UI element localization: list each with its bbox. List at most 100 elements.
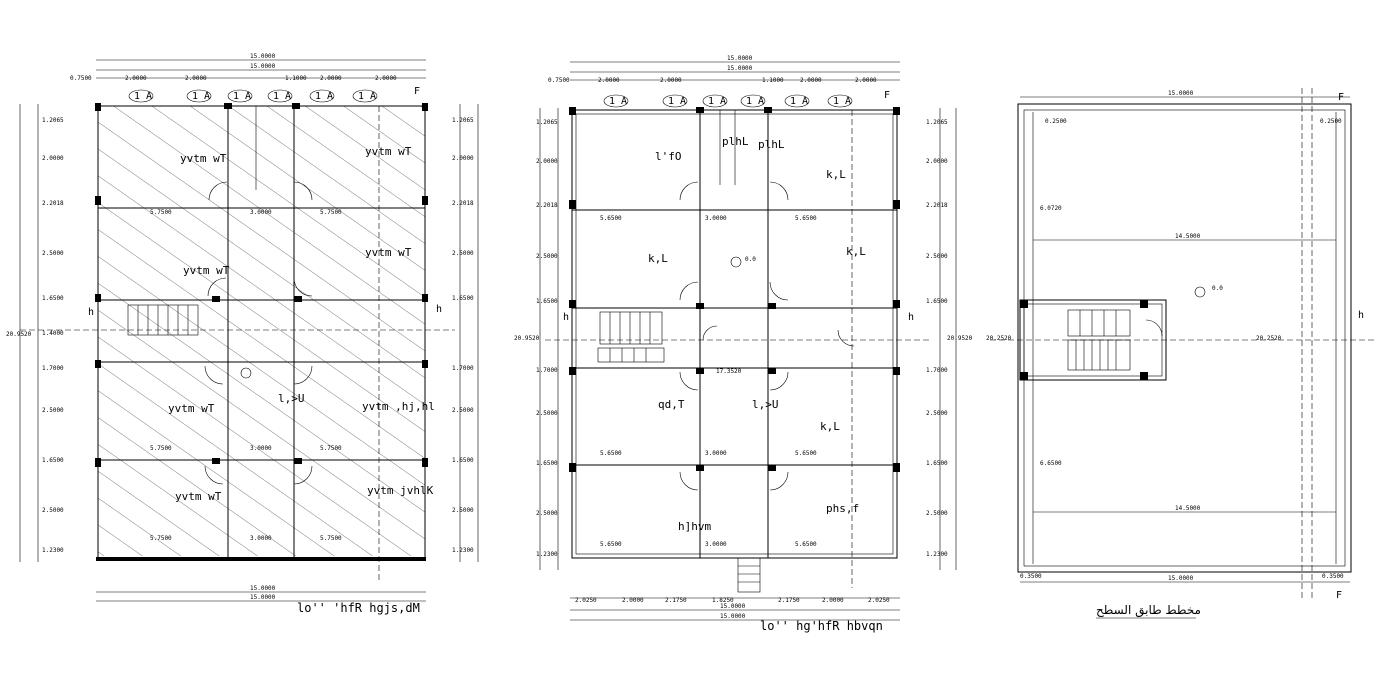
dim-overall-top: 15.0000 xyxy=(727,55,753,62)
plan-ground-floor: 15.0000 15.0000 0.7500 2.0000 2.0000 1.1… xyxy=(6,53,479,615)
axis-tag: 1 A xyxy=(192,91,210,102)
dim-segment: 2.0000 xyxy=(622,597,644,604)
dim-v: 2.5000 xyxy=(926,410,948,417)
room-label: yvtm wT xyxy=(180,152,227,165)
room-label: k,L xyxy=(846,245,866,258)
dim-v: 1.6500 xyxy=(536,460,558,467)
dim-v: 1.6500 xyxy=(42,457,64,464)
axis-tag: 1 A xyxy=(609,96,627,107)
dim-segment: 2.0000 xyxy=(800,77,822,84)
dim-inner: 17.3520 xyxy=(716,368,742,375)
dim-overall-bottom: 15.0000 xyxy=(250,585,276,592)
room-label: plhL xyxy=(758,138,785,151)
dim-segment: 1.1000 xyxy=(762,77,784,84)
level-marker-icon xyxy=(730,256,742,268)
dim-v: 2.5000 xyxy=(42,250,64,257)
dim-v: 1.2065 xyxy=(926,119,948,126)
dim-inner: 0.2500 xyxy=(1045,118,1067,125)
axis-tag: 1 A xyxy=(233,91,251,102)
dim-v: 1.6500 xyxy=(42,295,64,302)
dim-v: 2.0000 xyxy=(452,155,474,162)
dim-v: 1.4000 xyxy=(42,330,64,337)
dim-v: 1.7000 xyxy=(926,367,948,374)
dim-inner: 5.7500 xyxy=(150,445,172,452)
dim-v: 2.5000 xyxy=(452,407,474,414)
axis-tags: 1 A 1 A 1 A 1 A 1 A 1 A xyxy=(128,89,378,103)
dim-total-height: 20.2520 xyxy=(986,335,1012,342)
section-marker: F xyxy=(414,86,420,97)
dim-segment: 2.0000 xyxy=(375,75,397,82)
dim-v: 1.2065 xyxy=(42,117,64,124)
dim-v: 1.2065 xyxy=(536,119,558,126)
dim-v: 2.5000 xyxy=(452,250,474,257)
axis-tag: 1 A xyxy=(134,91,152,102)
dim-inner: 5.6500 xyxy=(600,215,622,222)
dim-v: 2.5000 xyxy=(536,253,558,260)
dim-v: 1.7000 xyxy=(536,367,558,374)
dim-v: 2.5000 xyxy=(42,507,64,514)
room-label: k,L xyxy=(820,420,840,433)
dim-inner: 6.0720 xyxy=(1040,205,1062,212)
room-label: yvtm jvhlK xyxy=(367,484,434,497)
dim-overall-bottom: 15.0000 xyxy=(720,603,746,610)
dim-v: 2.5000 xyxy=(536,410,558,417)
dim-overall-bottom-2: 15.0000 xyxy=(250,594,276,601)
dim-v: 2.5000 xyxy=(536,510,558,517)
dim-overall-top-2: 15.0000 xyxy=(727,65,753,72)
section-marker: F xyxy=(884,90,890,101)
dim-v: 1.7000 xyxy=(42,365,64,372)
room-label: yvtm wT xyxy=(175,490,222,503)
dim-inner: 5.6500 xyxy=(795,450,817,457)
dim-segment: 2.0250 xyxy=(868,597,890,604)
dim-segment: 0.7500 xyxy=(548,77,570,84)
dim-inner: 5.7500 xyxy=(150,209,172,216)
dim-v: 1.2300 xyxy=(42,547,64,554)
dim-inner: 3.0000 xyxy=(250,209,272,216)
dim-overall-top: 15.0000 xyxy=(1168,90,1194,97)
dim-inner: 3.0000 xyxy=(705,541,727,548)
dim-v: 2.5000 xyxy=(926,510,948,517)
dim-inner: 5.7500 xyxy=(150,535,172,542)
room-label: l'fO xyxy=(655,150,682,163)
dim-v: 1.6500 xyxy=(926,298,948,305)
floor-hatch xyxy=(98,106,425,556)
dim-v: 2.2018 xyxy=(452,200,474,207)
dim-inner: 5.6500 xyxy=(795,215,817,222)
dim-v: 2.5000 xyxy=(926,253,948,260)
dim-v: 1.7000 xyxy=(452,365,474,372)
dim-inner: 5.6500 xyxy=(795,541,817,548)
dim-v: 1.6500 xyxy=(536,298,558,305)
level-marker-icon xyxy=(1194,286,1206,298)
roof-parapet xyxy=(1017,103,1352,573)
dim-v: 1.2300 xyxy=(452,547,474,554)
axis-tag: 1 A xyxy=(315,91,333,102)
stair xyxy=(597,311,665,363)
dim-total-height: 20.9520 xyxy=(6,331,32,338)
dim-inner: 0.3500 xyxy=(1322,573,1344,580)
section-marker: h xyxy=(1358,310,1364,321)
dim-v: 2.0000 xyxy=(536,158,558,165)
plan-title: lo'' hg'hfR hbvqn xyxy=(760,619,883,633)
dim-segment: 0.7500 xyxy=(70,75,92,82)
dim-inner: 3.0000 xyxy=(250,535,272,542)
dim-v: 1.6500 xyxy=(926,460,948,467)
room-label: yvtm wT xyxy=(168,402,215,415)
outer-wall xyxy=(571,109,898,559)
axis-tag: 1 A xyxy=(668,96,686,107)
section-marker: h xyxy=(88,307,94,318)
dim-overall-top-2: 15.0000 xyxy=(250,63,276,70)
dim-segment: 2.0000 xyxy=(320,75,342,82)
axis-tag: 1 A xyxy=(708,96,726,107)
dim-segment: 2.0000 xyxy=(660,77,682,84)
dim-inner: 5.6500 xyxy=(600,541,622,548)
dim-segment: 1.1000 xyxy=(285,75,307,82)
dim-v: 2.5000 xyxy=(42,407,64,414)
section-marker: F xyxy=(1336,590,1342,601)
entrance-steps xyxy=(737,557,761,593)
dim-v: 2.5000 xyxy=(452,507,474,514)
dim-v: 1.2300 xyxy=(536,551,558,558)
room-label: k,L xyxy=(648,252,668,265)
dim-v: 1.6500 xyxy=(452,457,474,464)
section-marker: F xyxy=(1338,92,1344,103)
